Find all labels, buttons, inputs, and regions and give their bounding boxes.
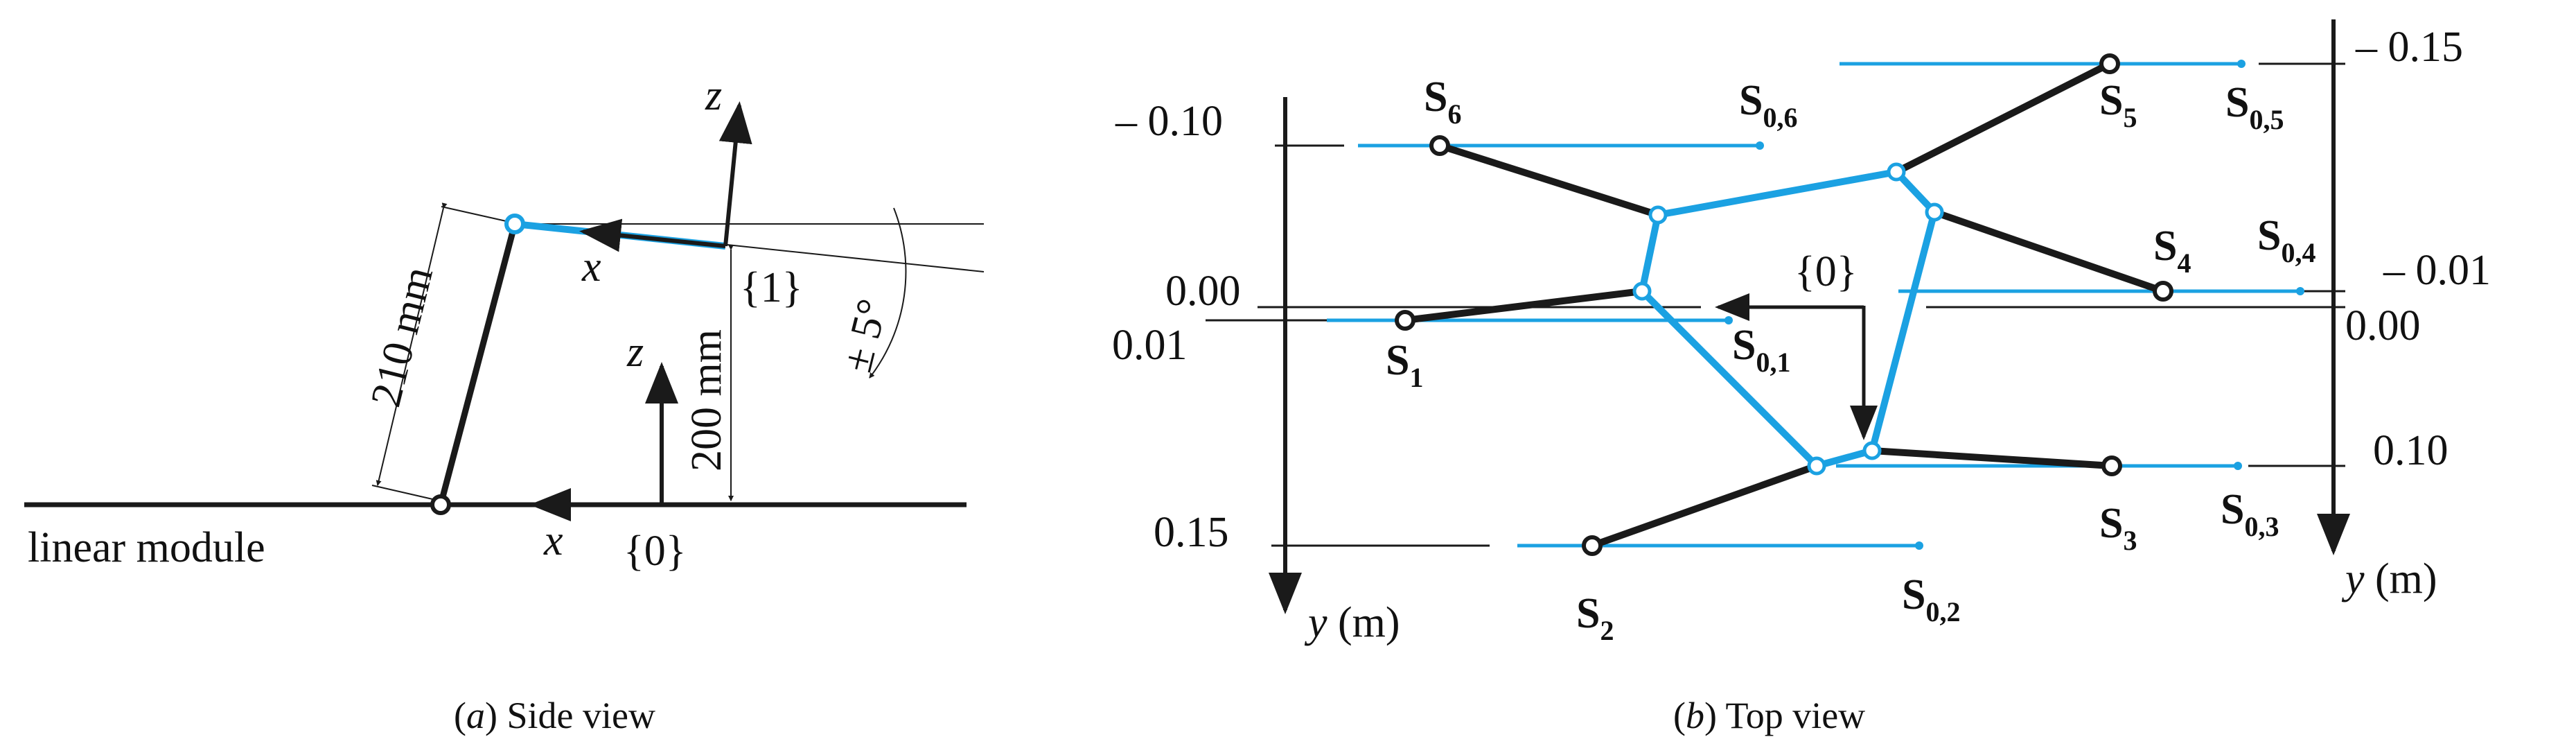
side-view-caption: (a) Side view — [454, 695, 655, 736]
slider-label-s1: S1 — [1386, 337, 1423, 393]
rail-end-label-s03: S0,3 — [2221, 486, 2279, 542]
left-tick-label: 0.00 — [1165, 268, 1241, 315]
link-dim-ext-bottom — [371, 485, 439, 501]
slider-joint — [2099, 53, 2120, 74]
frame0-x-label: x — [543, 517, 563, 564]
platform-joint — [1648, 205, 1668, 225]
leg-5 — [1894, 60, 2112, 175]
frame0-z-label: z — [626, 329, 644, 376]
slider-joint — [2153, 281, 2173, 302]
slider-label-s6: S6 — [1424, 73, 1461, 130]
slider-joint — [1429, 135, 1450, 156]
rail-end-label-s01: S0,1 — [1732, 322, 1790, 378]
leg-6 — [1438, 142, 1659, 218]
slider-label-s2: S2 — [1576, 590, 1614, 646]
left-tick-label: – 0.10 — [1115, 98, 1223, 145]
rail-end-label-s06: S0,6 — [1739, 77, 1797, 133]
right-axis-label: y (m) — [2341, 555, 2437, 602]
rail-end-label-s05: S0,5 — [2225, 79, 2284, 135]
right-tick-label: – 0.15 — [2355, 24, 2463, 71]
tilt-label: ± 5° — [833, 295, 897, 377]
rail-end-label-s02: S0,2 — [1902, 571, 1960, 627]
slider-label-s3: S3 — [2099, 500, 2137, 556]
platform-joint — [1807, 456, 1826, 476]
rail-end-dot — [1756, 141, 1764, 150]
frame0-label: {0} — [624, 528, 687, 575]
leg-1 — [1404, 288, 1643, 324]
side-view-panel: linear module z x {0} 210 mm x z {1} 200… — [24, 72, 985, 736]
rail-end-dot — [1915, 541, 1923, 550]
frame1-z-label: z — [705, 72, 722, 119]
leg-2 — [1591, 462, 1818, 549]
tilt-arc — [869, 207, 907, 379]
link-dim-line — [376, 202, 448, 486]
top-view-caption: (b) Top view — [1673, 695, 1865, 736]
top-view-panel: y (m) – 0.10 0.00 0.01 0.15 y (m) – 0.15… — [1112, 19, 2491, 736]
rail-end-dot — [2296, 287, 2304, 295]
frame1-x-label: x — [581, 243, 601, 290]
link-length-label: 210 mm — [362, 262, 443, 411]
frame0-top-label: {0} — [1794, 248, 1858, 295]
slider-joint — [2101, 455, 2122, 476]
slider-joint — [1582, 535, 1603, 556]
slider-label-s4: S4 — [2153, 223, 2191, 279]
tilt-angle-line — [720, 243, 985, 272]
left-tick-label: 0.01 — [1112, 322, 1188, 369]
base-joint — [430, 494, 451, 515]
right-tick-label: 0.10 — [2373, 427, 2449, 474]
linear-module-label: linear module — [28, 524, 265, 571]
platform-joint — [504, 214, 525, 234]
leg-4 — [1933, 209, 2164, 295]
platform-joint — [1632, 281, 1652, 301]
leg-link — [437, 223, 518, 506]
rail-end-label-s04: S0,4 — [2257, 212, 2315, 268]
slider-label-s5: S5 — [2099, 77, 2137, 133]
height-label: 200 mm — [683, 329, 730, 471]
rail-end-dot — [2237, 60, 2246, 68]
platform-joint — [1887, 162, 1906, 182]
frame1-label: {1} — [740, 264, 803, 311]
platform-joint — [1862, 441, 1882, 460]
right-tick-label: 0.00 — [2345, 302, 2421, 349]
frame1-x-arrow — [579, 218, 726, 252]
platform-joint — [1925, 202, 1944, 222]
frame1-z-arrow — [718, 101, 752, 247]
right-tick-label: – 0.01 — [2383, 247, 2491, 294]
rail-end-dot — [2234, 462, 2242, 470]
slider-joint — [1395, 310, 1415, 331]
left-axis-label: y (m) — [1304, 599, 1400, 646]
leg-3 — [1871, 447, 2112, 469]
link-dim-ext-top — [441, 206, 510, 223]
left-tick-label: 0.15 — [1154, 509, 1229, 556]
